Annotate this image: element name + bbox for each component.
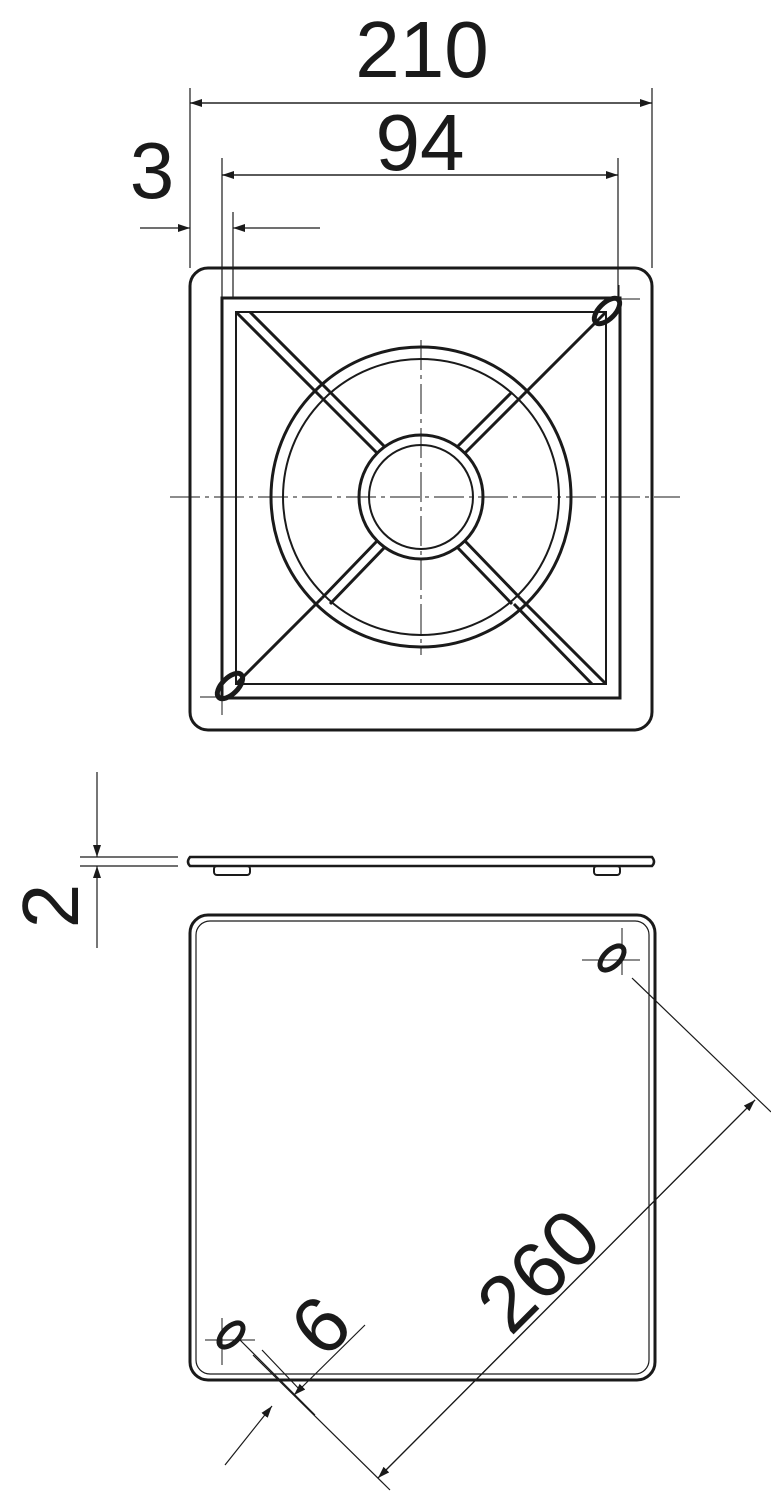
dimension-lines-bottom: [224, 977, 771, 1491]
dimension-diagonal: 260: [460, 1192, 617, 1349]
bottom-view: [188, 913, 771, 1491]
mounting-hole-top-right: [591, 285, 640, 327]
mounting-hole-bottom-left: [200, 670, 246, 715]
dimension-overall-width: 210: [355, 5, 488, 94]
dimension-hole-spacing: 94: [376, 98, 465, 187]
dimension-hole-size: 6: [273, 1278, 367, 1372]
dimension-lines-top: [140, 88, 653, 298]
side-view: [80, 772, 656, 948]
top-view: [170, 266, 680, 732]
dimension-thickness: 2: [6, 884, 95, 929]
dimension-border-offset: 3: [130, 126, 175, 215]
